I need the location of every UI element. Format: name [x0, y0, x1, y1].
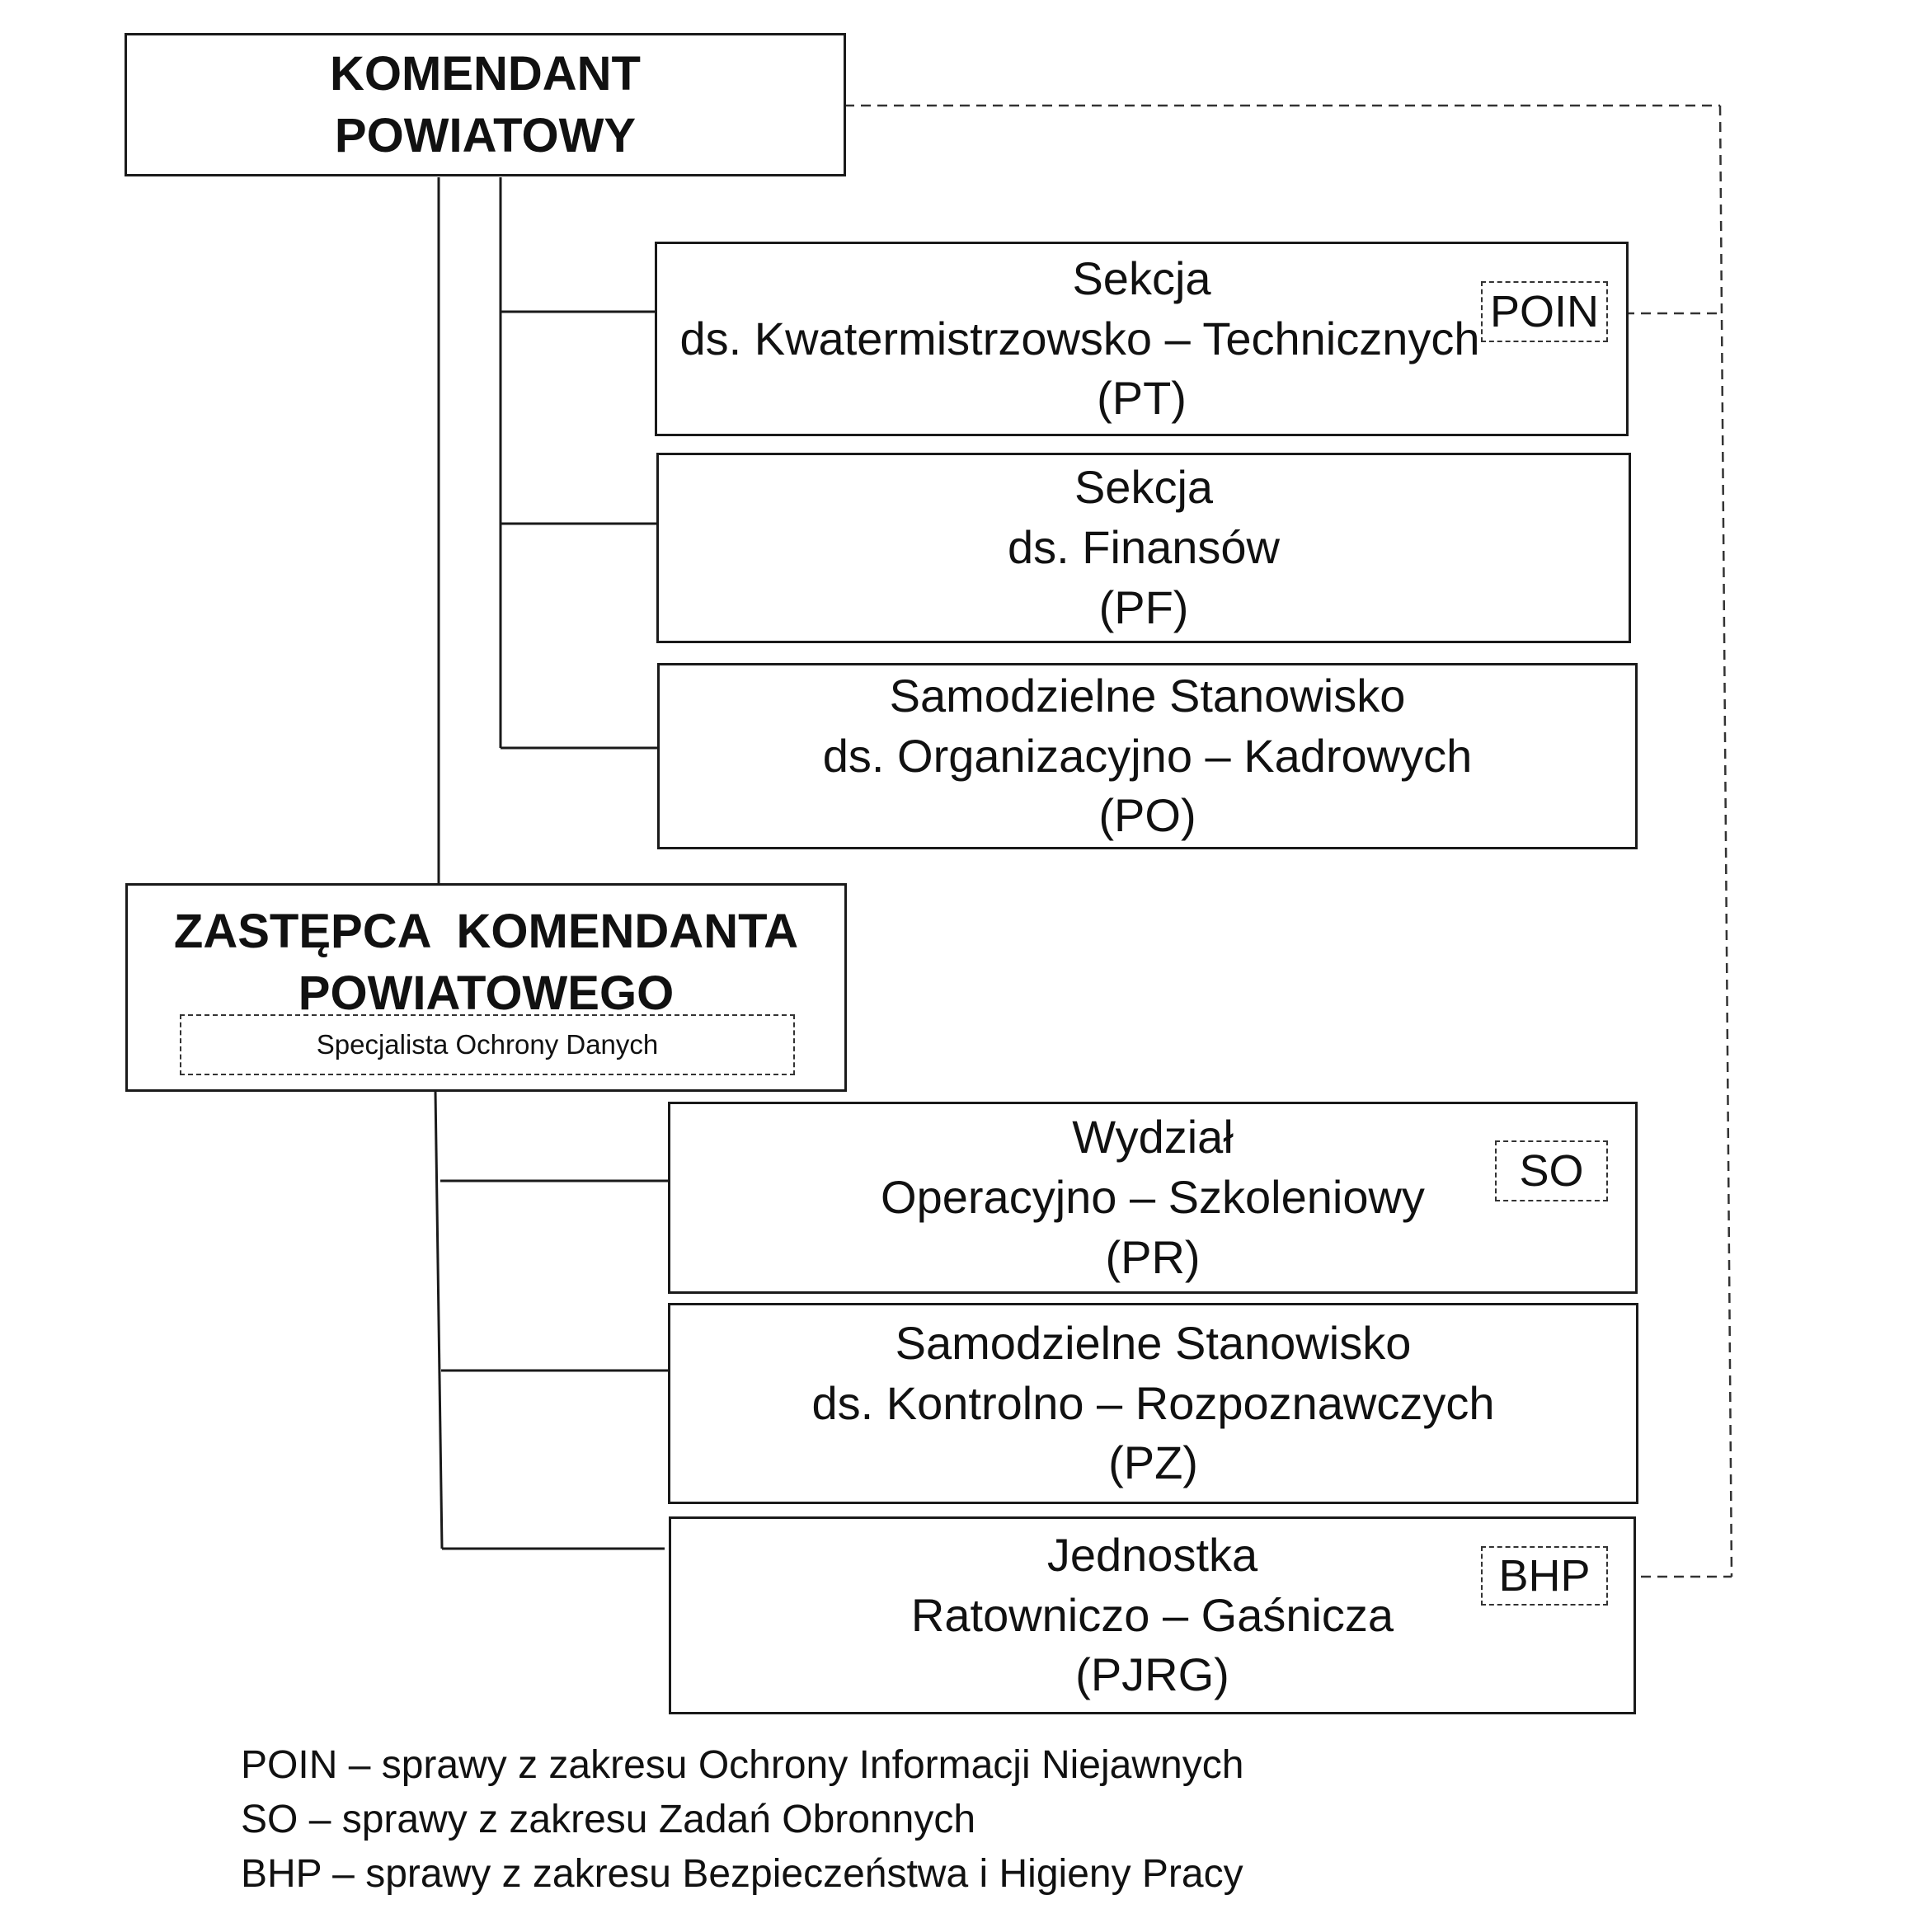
- unit-box-pz: Samodzielne Stanowisko ds. Kontrolno – R…: [668, 1303, 1638, 1504]
- tag-so: SO: [1495, 1140, 1608, 1201]
- commander-title-line1: KOMENDANT: [330, 46, 641, 101]
- legend: POIN – sprawy z zakresu Ochrony Informac…: [241, 1738, 1243, 1902]
- unit-pf-line2: ds. Finansów: [1008, 521, 1280, 574]
- unit-box-pr: Wydział Operacyjno – Szkoleniowy (PR): [668, 1102, 1638, 1294]
- deputy-box: ZASTĘPCA KOMENDANTA POWIATOWEGO: [125, 883, 847, 1092]
- deputy-title-line2: POWIATOWEGO: [298, 966, 675, 1021]
- unit-pjrg-code: (PJRG): [1075, 1648, 1229, 1701]
- unit-pr-line2: Operacyjno – Szkoleniowy: [881, 1171, 1425, 1224]
- unit-po-line1: Samodzielne Stanowisko: [889, 669, 1406, 722]
- tag-bhp: BHP: [1481, 1546, 1608, 1606]
- unit-po-code: (PO): [1098, 789, 1196, 842]
- commander-box: KOMENDANT POWIATOWY: [125, 33, 846, 176]
- unit-pjrg-line1: Jednostka: [1046, 1528, 1258, 1581]
- unit-pjrg-line2: Ratowniczo – Gaśnicza: [910, 1588, 1394, 1641]
- unit-pt-code: (PT): [1097, 372, 1187, 425]
- unit-pf-code: (PF): [1098, 581, 1189, 633]
- unit-box-pf: Sekcja ds. Finansów (PF): [656, 453, 1631, 643]
- unit-pz-line2: ds. Kontrolno – Rozpoznawczych: [811, 1376, 1495, 1429]
- tag-poin: POIN: [1481, 281, 1608, 342]
- unit-pt-line1: Sekcja: [1072, 252, 1211, 304]
- unit-pr-line1: Wydział: [1072, 1111, 1234, 1164]
- unit-box-po: Samodzielne Stanowisko ds. Organizacyjno…: [657, 663, 1638, 849]
- data-protection-specialist-label: Specjalista Ochrony Danych: [180, 1014, 795, 1075]
- unit-box-pjrg: Jednostka Ratowniczo – Gaśnicza (PJRG): [669, 1516, 1636, 1714]
- unit-pz-code: (PZ): [1108, 1436, 1198, 1489]
- unit-pt-line2: ds. Kwatermistrzowsko – Technicznych: [679, 312, 1480, 364]
- unit-po-line2: ds. Organizacyjno – Kadrowych: [822, 729, 1473, 782]
- deputy-units-trunk: [434, 1090, 444, 1549]
- bhp-dashed-link-vertical: [1718, 105, 1733, 1577]
- deputy-title-line1: ZASTĘPCA KOMENDANTA: [173, 905, 799, 958]
- legend-item-bhp: BHP – sprawy z zakresu Bezpieczeństwa i …: [241, 1852, 1243, 1896]
- unit-box-pt: Sekcja ds. Kwatermistrzowsko – Techniczn…: [655, 242, 1629, 436]
- unit-pf-line1: Sekcja: [1074, 461, 1214, 514]
- legend-item-so: SO – sprawy z zakresu Zadań Obronnych: [241, 1798, 976, 1841]
- commander-title-line2: POWIATOWY: [334, 109, 637, 162]
- unit-pr-code: (PR): [1105, 1230, 1201, 1283]
- unit-pz-line1: Samodzielne Stanowisko: [895, 1316, 1412, 1369]
- legend-item-poin: POIN – sprawy z zakresu Ochrony Informac…: [241, 1743, 1244, 1787]
